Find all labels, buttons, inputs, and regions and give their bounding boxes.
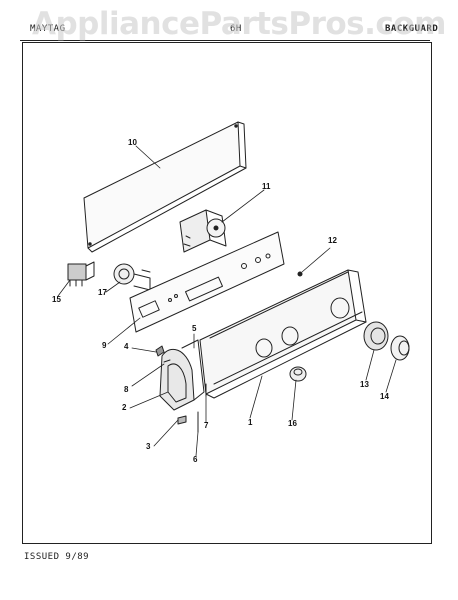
callout-4: 4	[124, 342, 129, 351]
callout-5: 5	[192, 324, 197, 333]
callout-3: 3	[146, 442, 151, 451]
part-selector-switch	[113, 263, 151, 291]
part-dial	[363, 321, 389, 351]
callout-1: 1	[248, 418, 253, 427]
issued-date: ISSUED 9/89	[24, 552, 90, 562]
callout-12: 12	[328, 236, 337, 245]
callout-11: 11	[262, 182, 271, 191]
callout-8: 8	[124, 385, 129, 394]
header-model: 6H	[230, 24, 242, 34]
callout-7: 7	[204, 421, 209, 430]
callout-9: 9	[102, 341, 107, 350]
part-switch	[67, 261, 95, 287]
callout-10: 10	[128, 138, 137, 147]
part-control-panel	[129, 231, 285, 333]
callout-13: 13	[360, 380, 369, 389]
watermark: AppliancePartsPros.com	[32, 6, 446, 42]
callout-6: 6	[193, 455, 198, 464]
header-section-title: BACKGUARD	[385, 24, 439, 34]
callout-17: 17	[98, 288, 107, 297]
callout-16: 16	[288, 419, 297, 428]
diagram-frame	[22, 42, 432, 544]
part-clips	[155, 345, 171, 363]
callout-2: 2	[122, 403, 127, 412]
part-timer	[179, 209, 227, 253]
part-rear-panel	[83, 121, 247, 253]
part-knob	[390, 335, 410, 361]
callout-14: 14	[380, 392, 389, 401]
part-knob-front	[289, 366, 307, 382]
header-brand: MAYTAG	[30, 24, 66, 34]
part-small-hardware	[177, 383, 207, 433]
part-screw	[297, 271, 303, 277]
part-bracket	[159, 339, 205, 411]
part-console	[199, 269, 367, 399]
leader-lines	[57, 145, 397, 457]
callout-15: 15	[52, 295, 61, 304]
header-rule	[20, 40, 430, 41]
